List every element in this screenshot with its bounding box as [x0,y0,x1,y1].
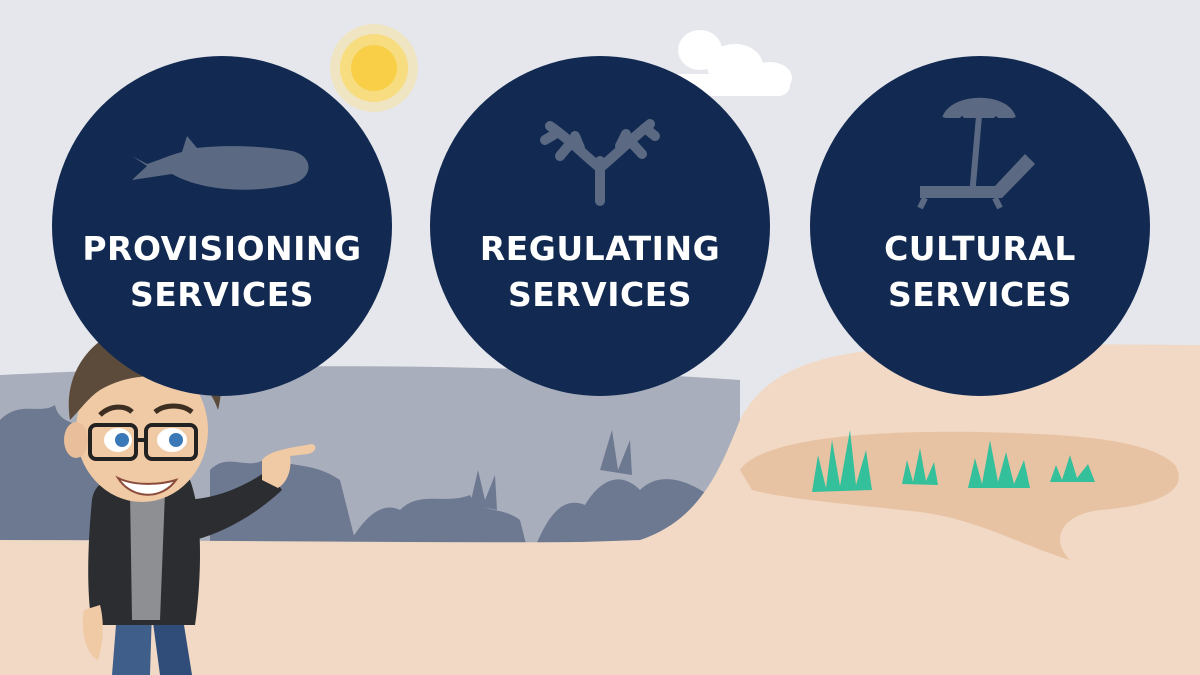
sun-icon [330,24,418,112]
label-line-2: SERVICES [129,275,315,314]
label-line-1: PROVISIONING [82,229,362,268]
regulating-services-label: REGULATING SERVICES [430,226,770,318]
seagrass-tufts [812,430,1095,492]
cultural-services-card: CULTURAL SERVICES [810,56,1150,396]
beach-chair-umbrella-icon [917,97,1035,210]
label-line-2: SERVICES [507,275,693,314]
regulating-services-card: REGULATING SERVICES [430,56,770,396]
label-line-1: REGULATING [479,229,721,268]
dune [0,344,1200,675]
presenter-character [64,321,316,675]
provisioning-services-label: PROVISIONING SERVICES [52,226,392,318]
provisioning-services-card: PROVISIONING SERVICES [52,56,392,396]
cultural-services-label: CULTURAL SERVICES [810,226,1150,318]
label-line-1: CULTURAL [884,229,1076,268]
label-line-2: SERVICES [887,275,1073,314]
fish-icon [132,136,309,190]
coral-icon [540,119,660,206]
